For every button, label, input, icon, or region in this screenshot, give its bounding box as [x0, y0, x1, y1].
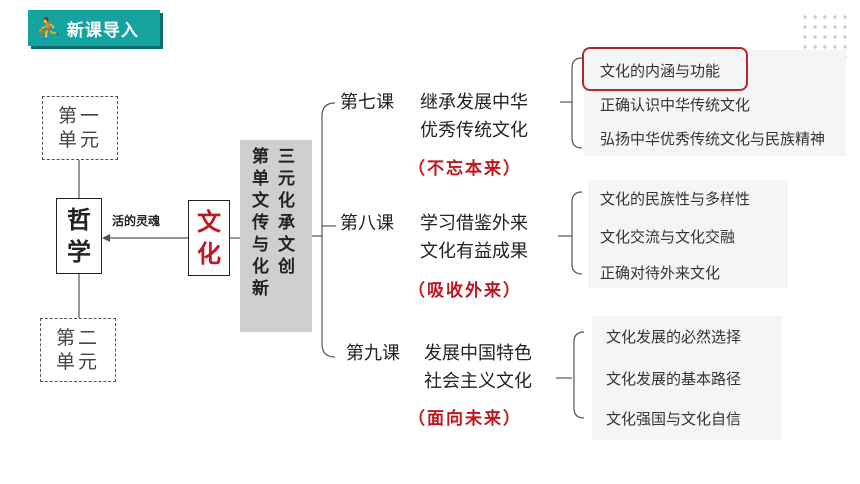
section-badge: ⛹ 新课导入: [28, 10, 160, 46]
lesson-8-topics: 文化的民族性与多样性 文化交流与文化交融 正确对待外来文化: [588, 180, 788, 288]
unit-three-char: 文: [278, 235, 295, 255]
unit-three-char: 元: [278, 169, 295, 189]
lessons-bracket: [321, 102, 336, 358]
unit-three-block: 第 单 文 传 与 化 新 三 元 化 承 文 创: [240, 140, 312, 332]
topic-item: 文化发展的必然选择: [606, 328, 742, 346]
lesson-7-name: 第七课: [340, 92, 394, 113]
topic-item: 文化的民族性与多样性: [600, 190, 751, 208]
topics-bracket-3: [573, 331, 585, 419]
unit-three-char: 传: [252, 213, 269, 233]
lesson-9-topics: 文化发展的必然选择 文化发展的基本路径 文化强国与文化自信: [592, 316, 782, 440]
unit-one-box: 第一 单元: [42, 96, 118, 160]
unit-one-line1: 第一: [57, 105, 102, 127]
lesson-9-title-line1: 发展中国特色: [424, 343, 532, 364]
unit-three-col2: 三 元 化 承 文 创: [278, 146, 295, 278]
lesson-9-motto: （面向未来）: [408, 409, 522, 429]
lesson-8-title-line1: 学习借鉴外来: [420, 213, 528, 234]
unit-three-col1: 第 单 文 传 与 化 新: [252, 146, 269, 300]
lesson-8-title-line2: 文化有益成果: [420, 241, 528, 262]
topic-item: 正确认识中华传统文化: [600, 96, 751, 114]
philosophy-box: 哲 学: [56, 198, 102, 274]
unit-one-line2: 单元: [57, 129, 102, 151]
unit-two-line2: 单元: [55, 351, 100, 373]
lesson-8-name: 第八课: [340, 213, 394, 234]
lesson-9-name: 第九课: [346, 343, 400, 364]
unit-three-char: 新: [252, 279, 269, 299]
lesson-7-motto: （不忘本来）: [408, 159, 522, 179]
lesson-7-title-line2: 优秀传统文化: [420, 120, 528, 141]
runner-icon: ⛹: [36, 16, 61, 40]
topic-item: 文化强国与文化自信: [606, 410, 742, 428]
unit-three-char: 化: [278, 191, 295, 211]
topic-item: 文化交流与文化交融: [600, 228, 736, 246]
unit-three-char: 文: [252, 191, 269, 211]
unit-three-char: 与: [252, 235, 269, 255]
unit-three-char: 承: [278, 213, 295, 233]
unit-three-char: 三: [278, 147, 295, 167]
philosophy-char2: 学: [67, 238, 91, 266]
soul-label: 活的灵魂: [112, 214, 161, 228]
lesson-9-title-line2: 社会主义文化: [424, 371, 532, 392]
topic-item: 弘扬中华优秀传统文化与民族精神: [600, 130, 826, 148]
unit-three-char: 单: [252, 169, 269, 189]
unit-two-line1: 第二: [55, 327, 100, 349]
topics-bracket-1: [571, 57, 583, 149]
philosophy-char1: 哲: [67, 206, 91, 234]
lesson-7-title-line1: 继承发展中华: [420, 92, 528, 113]
section-title: 新课导入: [66, 20, 139, 41]
unit-two-box: 第二 单元: [40, 318, 116, 382]
culture-char2: 化: [197, 240, 221, 268]
unit-three-char: 创: [278, 257, 295, 277]
unit-three-char: 第: [252, 147, 269, 167]
topics-bracket-2: [571, 191, 583, 275]
highlight-frame: [582, 47, 748, 91]
culture-box: 文 化: [188, 200, 230, 276]
topic-item: 文化的内涵与功能: [600, 62, 721, 80]
unit-three-char: 化: [252, 257, 269, 277]
topic-item: 正确对待外来文化: [600, 264, 721, 282]
topic-item: 文化发展的基本路径: [606, 370, 742, 388]
lesson-8-motto: （吸收外来）: [408, 281, 522, 301]
arrow-head: [102, 234, 110, 242]
lesson-7-topics: 文化的内涵与功能 正确认识中华传统文化 弘扬中华优秀传统文化与民族精神: [584, 50, 846, 156]
culture-char1: 文: [197, 208, 221, 236]
